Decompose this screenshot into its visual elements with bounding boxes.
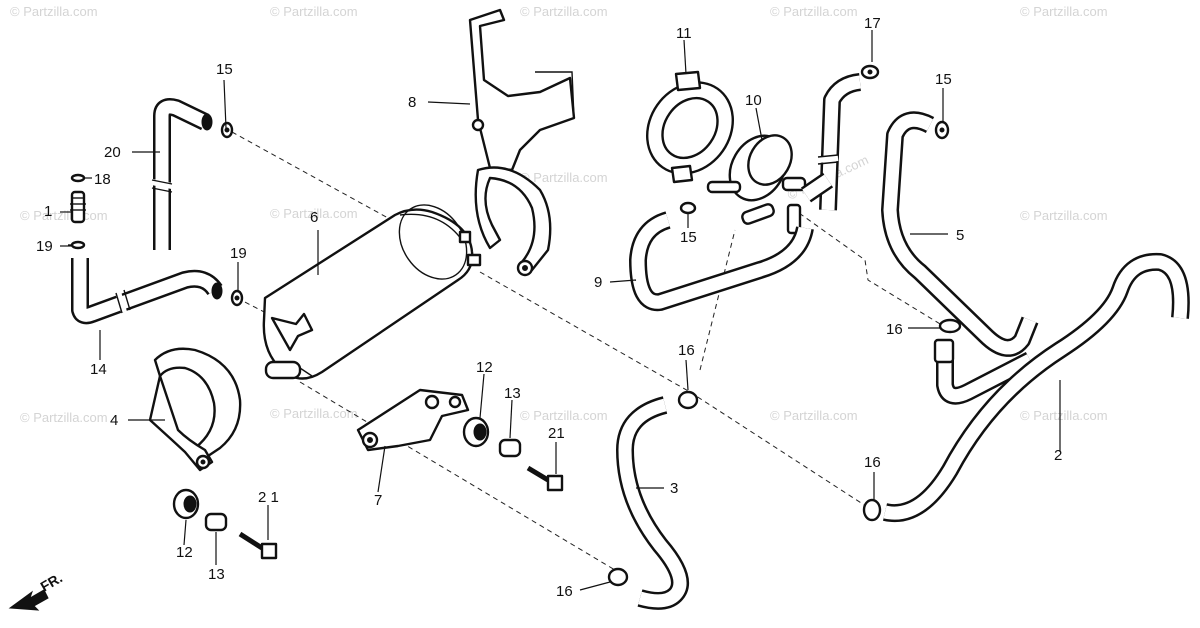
callout-19: 19 <box>230 245 247 262</box>
watermark: © Partzilla.com <box>520 4 608 19</box>
watermark: © Partzilla.com <box>520 408 608 423</box>
callout-11: 11 <box>676 25 692 42</box>
band-4 <box>148 347 242 472</box>
callout-8: 8 <box>408 94 416 111</box>
grommet-12-right <box>462 416 490 448</box>
watermark: © Partzilla.com <box>20 208 108 223</box>
hose-20 <box>151 98 213 250</box>
front-arrow-icon: FR. <box>8 569 65 611</box>
callout-16: 16 <box>556 583 573 600</box>
callout-3: 3 <box>670 480 678 497</box>
watermark: © Partzilla.com <box>770 408 858 423</box>
clip-16-right <box>938 318 962 334</box>
callout-15: 15 <box>216 61 233 78</box>
callout-21: 21 <box>548 425 565 442</box>
clamp-ring-11 <box>646 70 734 184</box>
callout-16: 16 <box>678 342 695 359</box>
callout-15: 15 <box>680 229 697 246</box>
callout-13: 13 <box>208 566 225 583</box>
canister-6 <box>262 204 482 380</box>
clip-15-middle <box>679 201 697 215</box>
clip-16-center <box>677 390 699 410</box>
watermark: © Partzilla.com <box>20 410 108 425</box>
callout-labels: 1 2 3 4 5 6 7 8 9 10 11 12 12 13 13 14 1… <box>36 15 1062 600</box>
callout-18: 18 <box>94 171 111 188</box>
clip-19-right <box>230 289 244 307</box>
clip-16-lower-right <box>862 498 882 522</box>
bracket-8 <box>468 8 576 277</box>
clip-19-left <box>68 240 86 250</box>
watermark: © Partzilla.com <box>270 4 358 19</box>
callout-16: 16 <box>886 321 903 338</box>
callout-2: 2 <box>1054 447 1062 464</box>
callout-12: 12 <box>476 359 493 376</box>
callout-16: 16 <box>864 454 881 471</box>
callout-6: 6 <box>310 209 318 226</box>
callout-1: 1 <box>44 203 52 220</box>
watermark: © Partzilla.com <box>270 206 358 221</box>
watermark: © Partzilla.com <box>1020 208 1108 223</box>
bolt-21-right <box>526 465 564 492</box>
fitting-1 <box>70 190 86 224</box>
callout-13: 13 <box>504 385 521 402</box>
callout-15: 15 <box>935 71 952 88</box>
hose-2 <box>883 252 1190 523</box>
clip-15-right <box>934 120 950 140</box>
grommet-12-left <box>172 488 200 520</box>
callout-4: 4 <box>110 412 118 429</box>
hose-14 <box>71 258 223 325</box>
bracket-7 <box>356 388 470 452</box>
clip-16-bottom <box>607 567 629 587</box>
callout-10: 10 <box>745 92 762 109</box>
valve-10 <box>706 134 807 235</box>
hose-9 <box>629 211 814 312</box>
watermark: © Partzilla.com <box>10 4 98 19</box>
leader-lines <box>60 30 1061 591</box>
assembly-lines <box>231 131 951 571</box>
hose-17-riser <box>800 73 862 211</box>
hose-3 <box>616 396 689 610</box>
callout-19: 19 <box>36 238 53 255</box>
bolt-21-left <box>238 531 278 560</box>
callout-9: 9 <box>594 274 602 291</box>
clip-17 <box>860 64 880 80</box>
o-ring-18 <box>70 173 86 183</box>
callout-17: 17 <box>864 15 881 32</box>
collar-13-left <box>204 512 228 532</box>
hose-5 <box>881 111 1039 405</box>
watermark: © Partzilla.com <box>1020 408 1108 423</box>
callout-7: 7 <box>374 492 382 509</box>
callout-20: 20 <box>104 144 121 161</box>
watermark: © Partzilla.com <box>1020 4 1108 19</box>
clip-15-left <box>220 121 234 139</box>
callout-14: 14 <box>90 361 107 378</box>
watermark: © Partzilla.com <box>520 170 608 185</box>
callout-5: 5 <box>956 227 964 244</box>
collar-13-right <box>498 438 522 458</box>
callout-21: 2 1 <box>258 489 279 506</box>
watermark: © Partzilla.com <box>770 4 858 19</box>
callout-12: 12 <box>176 544 193 561</box>
watermark: © Partzilla.com <box>270 406 358 421</box>
